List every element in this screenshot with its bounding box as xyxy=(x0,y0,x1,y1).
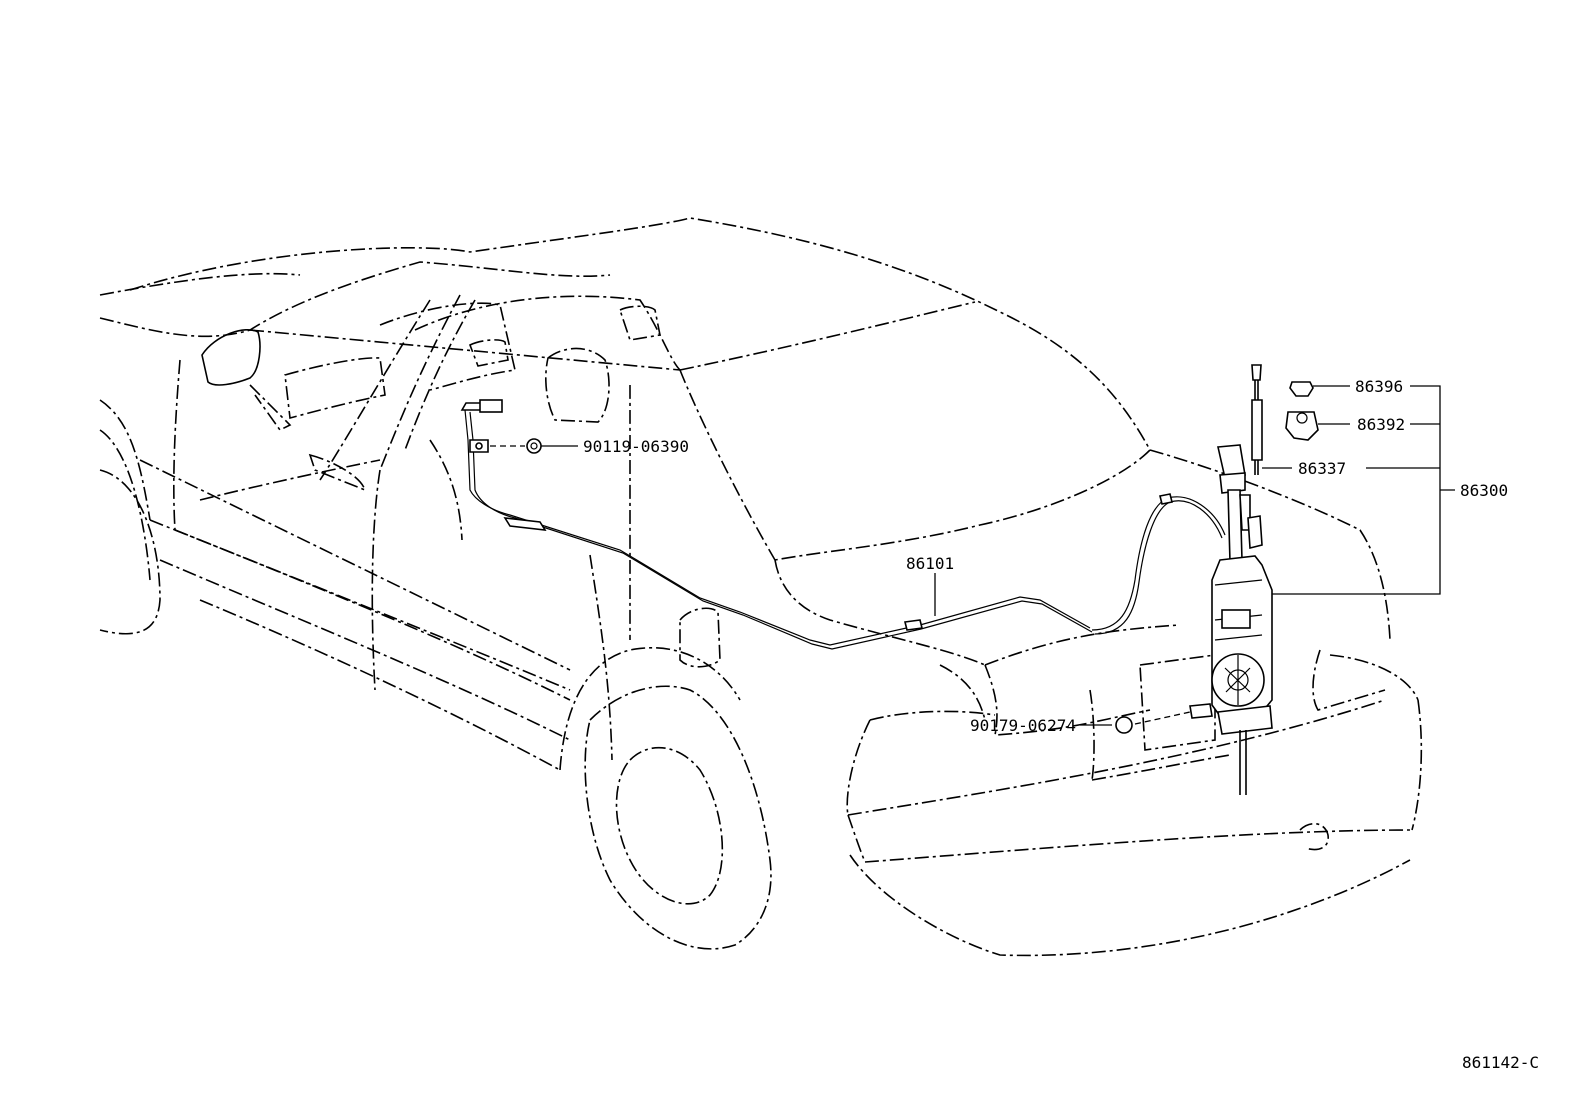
label-86396: 86396 xyxy=(1355,377,1403,396)
bolt-90179-06274 xyxy=(1080,711,1191,734)
bracket-86300 xyxy=(1272,385,1455,595)
gasket-86392 xyxy=(1285,411,1350,441)
label-86337: 86337 xyxy=(1298,459,1346,478)
grommet-90119-06390 xyxy=(490,438,578,454)
diagram-code: 861142-C xyxy=(1462,1053,1539,1072)
antenna-cord-86101 xyxy=(460,399,1226,650)
label-90119-06390: 90119-06390 xyxy=(583,437,689,456)
label-86101: 86101 xyxy=(906,554,954,573)
exhaust-tip xyxy=(1299,822,1329,851)
label-86392: 86392 xyxy=(1357,415,1405,434)
power-antenna-assembly xyxy=(1189,364,1273,795)
car-body-outline xyxy=(99,217,1423,957)
nut-86396 xyxy=(1289,381,1350,397)
label-90179-06274: 90179-06274 xyxy=(970,716,1076,735)
label-86300: 86300 xyxy=(1460,481,1508,500)
